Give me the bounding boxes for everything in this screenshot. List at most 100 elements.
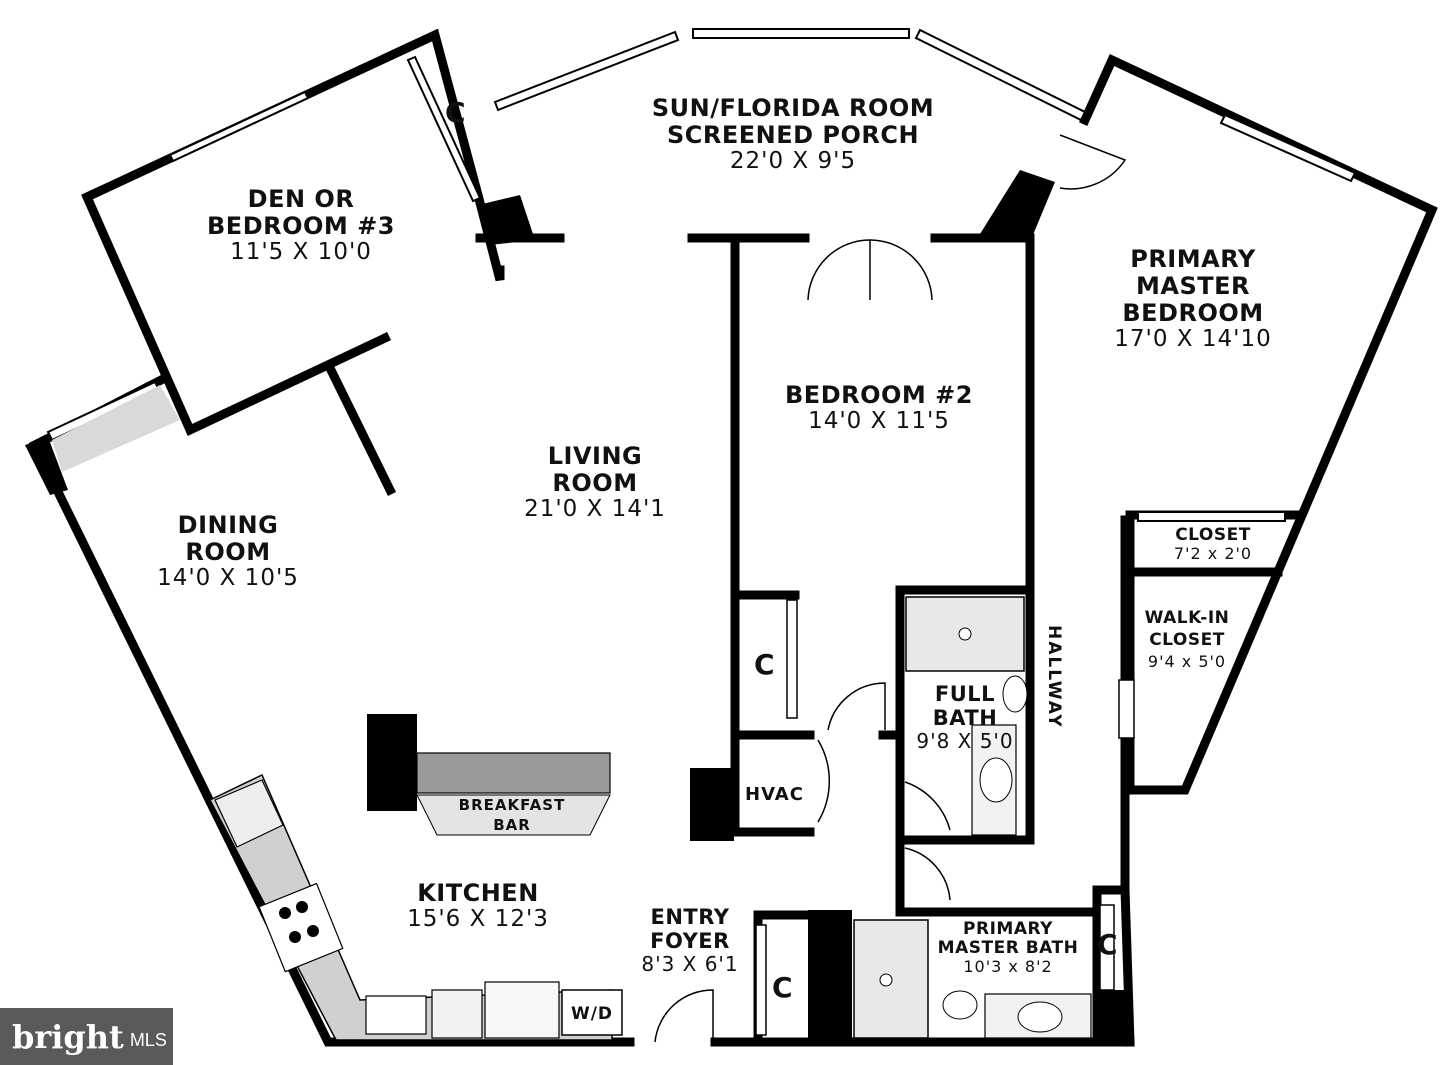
fullbath-name-2: BATH [932, 705, 998, 730]
pillar-den [478, 195, 535, 245]
pillar-hvac [690, 768, 734, 841]
breakfast-bar-top [416, 752, 611, 794]
door-bath [827, 682, 886, 731]
sink-fullbath [979, 757, 1013, 803]
closet-dims: 7'2 x 2'0 [1173, 544, 1253, 564]
bed2-dims: 14'0 X 11'5 [808, 407, 950, 434]
label-den: DEN OR BEDROOM #3 11'5 X 10'0 [186, 186, 416, 266]
dining-name-2: ROOM [185, 537, 271, 566]
bed2-name: BEDROOM #2 [785, 381, 973, 409]
kitchen-name: KITCHEN [417, 879, 539, 907]
label-entry-foyer: ENTRY FOYER 8'3 X 6'1 [630, 905, 750, 977]
dining-dims: 14'0 X 10'5 [157, 564, 299, 591]
closet-door-masterbath [1099, 904, 1115, 991]
label-hvac: HVAC [745, 784, 804, 805]
wall-east-hallway [1092, 885, 1135, 1047]
closet-door-entry [755, 924, 767, 1036]
sun-name-2: SCREENED PORCH [666, 120, 920, 149]
hallway-door [1118, 679, 1135, 739]
window-den-closet [406, 55, 482, 203]
window-master [1219, 113, 1357, 183]
living-name-1: LIVING [547, 442, 643, 470]
den-name-2: BEDROOM #3 [207, 211, 395, 240]
walkin-dims: 9'4 x 5'0 [1147, 651, 1227, 671]
fullbath-dims: 9'8 X 5'0 [916, 729, 1014, 754]
sink-masterbath [1017, 1001, 1063, 1033]
fullbath-name-1: FULL [934, 682, 996, 706]
sun-dims: 22'0 X 9'5 [729, 147, 857, 174]
label-walkin-closet: WALK-IN CLOSET 9'4 x 5'0 [1122, 608, 1252, 672]
masterbath-name-1: PRIMARY [963, 919, 1053, 939]
den-dims: 11'5 X 10'0 [230, 238, 372, 265]
pillar-entry [808, 910, 852, 1044]
window-den [168, 90, 310, 163]
toilet-fullbath [1002, 675, 1028, 713]
kitchen-dims: 15'6 X 12'3 [407, 905, 549, 932]
label-breakfast-bar-2: BAR [493, 816, 531, 834]
label-sun-room: SUN/FLORIDA ROOM SCREENED PORCH 22'0 X 9… [628, 95, 958, 175]
wall-bath [895, 585, 1035, 845]
primary-name-2: MASTER [1136, 271, 1250, 300]
door-entry [654, 989, 714, 1043]
living-dims: 21'0 X 14'1 [524, 495, 666, 522]
primary-dims: 17'0 X 14'10 [1114, 325, 1272, 352]
label-bedroom-2: BEDROOM #2 14'0 X 11'5 [769, 382, 989, 435]
drain-fullbath [958, 627, 972, 641]
window-porch-2 [692, 28, 910, 39]
door-primary [1059, 134, 1127, 190]
masterbath-name-2: MASTER BATH [937, 938, 1079, 959]
label-full-bath: FULL BATH 9'8 X 5'0 [905, 682, 1025, 754]
wall-den-living [323, 361, 397, 497]
pillar-bar [367, 714, 417, 811]
label-living-room: LIVING ROOM 21'0 X 14'1 [500, 443, 690, 523]
walkin-name-1: WALK-IN [1144, 608, 1230, 628]
dishwasher [431, 989, 483, 1039]
closet-marker-bed2: C [754, 648, 775, 681]
wall-hvac [730, 730, 815, 837]
watermark-brand: bright [12, 1017, 124, 1056]
burner-4 [307, 925, 319, 937]
label-kitchen: KITCHEN 15'6 X 12'3 [388, 880, 568, 933]
window-porch-3 [914, 28, 1087, 122]
walkin-name-2: CLOSET [1149, 629, 1225, 650]
kitchen-cabinet [484, 981, 560, 1039]
door-bed2-left [807, 239, 871, 301]
label-master-bath: PRIMARY MASTER BATH 10'3 x 8'2 [928, 919, 1088, 977]
label-closet: CLOSET 7'2 x 2'0 [1148, 525, 1278, 564]
breakfast-bar-counter [416, 794, 611, 836]
wall-west-exterior [28, 438, 635, 1047]
door-hvac [817, 739, 831, 823]
living-name-2: ROOM [552, 468, 638, 497]
stove [258, 882, 344, 973]
closet-marker-den: C [445, 96, 466, 129]
entry-dims: 8'3 X 6'1 [641, 952, 739, 977]
dining-name-1: DINING [177, 511, 279, 539]
wall-den-exterior [81, 28, 505, 437]
label-dining-room: DINING ROOM 14'0 X 10'5 [138, 512, 318, 592]
label-washer-dryer: W/D [570, 1004, 614, 1024]
label-hallway: HALLWAY [1044, 625, 1064, 729]
door-bed2-right [869, 239, 933, 301]
den-name-1: DEN OR [247, 185, 355, 213]
wall-master-exterior [1079, 53, 1438, 795]
watermark-suffix: MLS [129, 1030, 167, 1050]
masterbath-dims: 10'3 x 8'2 [963, 957, 1053, 977]
window-porch-1 [493, 30, 680, 112]
primary-name-1: PRIMARY [1130, 245, 1256, 273]
sun-name-1: SUN/FLORIDA ROOM [651, 94, 935, 122]
pillar-porch [975, 170, 1055, 242]
closet-marker-masterbath: C [1097, 928, 1118, 961]
kitchen-sink [365, 995, 427, 1035]
label-primary-bedroom: PRIMARY MASTER BEDROOM 17'0 X 14'10 [1098, 246, 1288, 352]
label-breakfast-bar-1: BREAKFAST [458, 796, 566, 814]
bright-mls-watermark: bright MLS [0, 1008, 173, 1065]
window-closet [1137, 511, 1286, 522]
primary-name-3: BEDROOM [1122, 298, 1264, 327]
pillar-dining [25, 437, 68, 495]
kitchen-fridge [214, 779, 284, 848]
closet-door-bed2 [786, 599, 798, 719]
entry-name-2: FOYER [650, 928, 730, 953]
closet-marker-entry: C [772, 971, 793, 1004]
drain-masterbath [879, 973, 893, 987]
